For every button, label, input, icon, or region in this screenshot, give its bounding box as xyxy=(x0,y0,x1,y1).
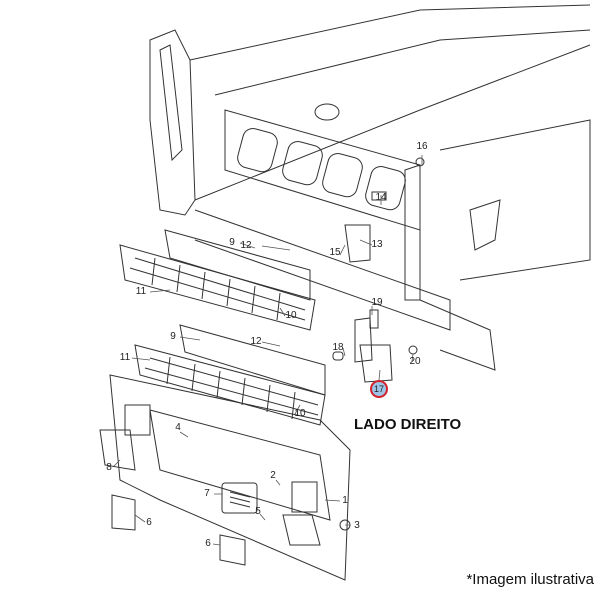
headlamp-panel xyxy=(194,109,451,331)
callout-12-lower: 12 xyxy=(250,336,262,347)
callout-10-lower: 10 xyxy=(294,408,306,419)
callout-5: 5 xyxy=(255,506,261,517)
upper-grille xyxy=(119,229,316,331)
callout-9-upper: 9 xyxy=(229,237,235,248)
callout-2: 2 xyxy=(270,470,276,481)
callout-15: 15 xyxy=(329,247,341,258)
illustrative-image-note: *Imagem ilustrativa xyxy=(466,571,594,588)
callout-6-bottom: 6 xyxy=(205,538,211,549)
callout-1: 1 xyxy=(342,495,348,506)
leader-lines xyxy=(112,155,423,546)
callout-8: 8 xyxy=(106,462,112,473)
callout-4: 4 xyxy=(175,422,181,433)
callout-20: 20 xyxy=(409,356,421,367)
callout-16: 16 xyxy=(416,141,428,152)
callout-10-upper: 10 xyxy=(285,310,297,321)
callout-17-highlighted[interactable]: 17 xyxy=(370,380,388,398)
callout-19: 19 xyxy=(371,297,383,308)
callout-11-lower: 11 xyxy=(119,352,131,363)
callout-6-left: 6 xyxy=(146,517,152,528)
lower-grille xyxy=(134,324,326,426)
right-bracket xyxy=(332,157,425,383)
callout-14: 14 xyxy=(375,192,387,203)
side-label: LADO DIREITO xyxy=(354,416,462,433)
callout-9-lower: 9 xyxy=(170,331,176,342)
callout-13: 13 xyxy=(371,239,383,250)
front-panel xyxy=(99,374,351,581)
callout-11-upper: 11 xyxy=(135,286,147,297)
callout-12-upper: 12 xyxy=(240,240,252,251)
cab-body xyxy=(149,4,591,371)
callout-3: 3 xyxy=(354,520,360,531)
callout-18: 18 xyxy=(332,342,344,353)
callout-7: 7 xyxy=(204,488,210,499)
